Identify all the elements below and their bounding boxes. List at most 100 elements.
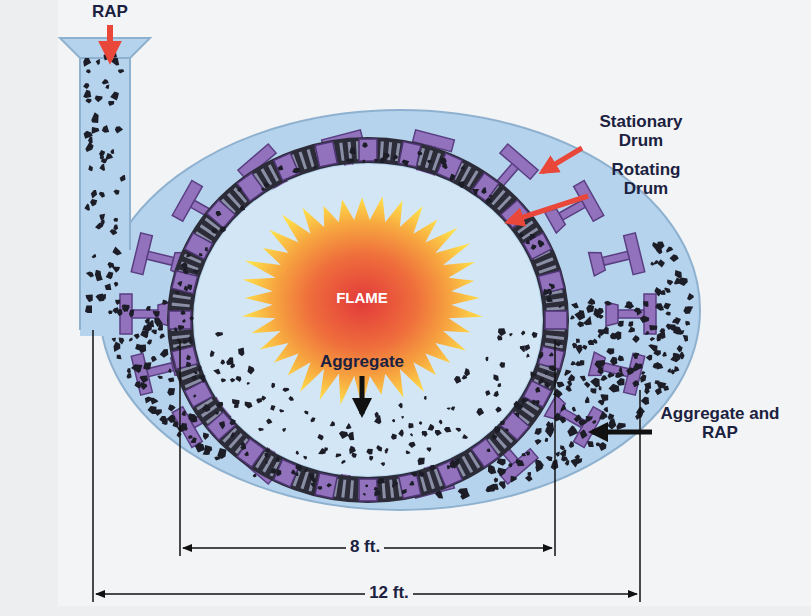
rap-particle bbox=[113, 225, 118, 231]
aggregate-rap-particle bbox=[654, 287, 662, 297]
aggregate-rap-particle bbox=[127, 368, 131, 373]
aggregate-particle bbox=[427, 160, 432, 164]
aggregate-particle bbox=[230, 432, 235, 437]
aggregate-particle bbox=[189, 316, 194, 321]
aggregate-particle bbox=[419, 472, 425, 477]
aggregate-particle bbox=[398, 429, 404, 437]
aggregate-particle bbox=[549, 352, 554, 356]
aggregate-rap-particle bbox=[640, 316, 650, 324]
aggregate-particle bbox=[384, 448, 388, 452]
aggregate-particle bbox=[219, 421, 225, 430]
leader-lines bbox=[110, 25, 652, 432]
aggregate-particle bbox=[375, 412, 379, 418]
rap-particle bbox=[92, 254, 97, 258]
aggregate-rap-particle bbox=[188, 414, 196, 421]
aggregate-rap-particle bbox=[580, 430, 588, 439]
aggregate-rap-particle bbox=[112, 338, 116, 342]
aggregate-rap-particle bbox=[650, 337, 656, 341]
aggregate-particle bbox=[247, 382, 250, 385]
aggregate-particle bbox=[532, 332, 538, 338]
drum-flight bbox=[359, 479, 377, 501]
rap-particle bbox=[106, 153, 114, 159]
rap-particle bbox=[92, 127, 100, 134]
aggregate-rap-particle bbox=[596, 308, 604, 316]
aggregate-rap-particle bbox=[584, 381, 591, 388]
rap-particle bbox=[102, 79, 109, 84]
aggregate-rap-particle bbox=[168, 368, 171, 373]
aggregate-rap-particle bbox=[494, 478, 498, 483]
flight-group bbox=[169, 139, 567, 501]
aggregate-rap-particle bbox=[526, 451, 530, 455]
aggregate-rap-particle bbox=[586, 416, 593, 422]
rap-particle bbox=[91, 112, 98, 123]
aggregate-rap-particle bbox=[607, 372, 614, 378]
aggregate-particle bbox=[379, 158, 384, 163]
aggregate-particle bbox=[392, 480, 398, 488]
aggregate-particle bbox=[213, 369, 221, 375]
drum-flight bbox=[359, 139, 377, 161]
aggregate-particle bbox=[221, 378, 226, 382]
aggregate-particle bbox=[419, 421, 422, 425]
rap-particle bbox=[113, 218, 118, 222]
aggregate-rap-particle bbox=[670, 254, 679, 262]
aggregate-rap-particle bbox=[655, 380, 660, 384]
rap-particle bbox=[95, 223, 104, 230]
aggregate-rap-particle bbox=[582, 345, 588, 350]
aggregate-rap-particle bbox=[662, 352, 667, 357]
aggregate-rap-particle bbox=[641, 397, 649, 405]
aggregate-particle bbox=[500, 421, 505, 425]
aggregate-rap-particle bbox=[168, 404, 176, 411]
aggregate-particle bbox=[462, 375, 468, 380]
aggregate-rap-particle bbox=[571, 426, 575, 430]
aggregate-particle bbox=[193, 269, 199, 273]
aggregate-particle bbox=[549, 365, 556, 370]
aggregate-particle bbox=[551, 286, 555, 290]
aggregate-rap-particle bbox=[608, 418, 617, 429]
rap-particle bbox=[108, 101, 114, 106]
rap-particle bbox=[88, 165, 93, 171]
drum-flight bbox=[315, 142, 337, 167]
aggregate-rap-particle bbox=[670, 353, 680, 362]
aggregate-rap-particle bbox=[129, 310, 134, 318]
aggregate-particle bbox=[211, 228, 217, 234]
part-label: Rotating Drum bbox=[590, 160, 702, 198]
aggregate-rap-particle bbox=[603, 407, 608, 412]
aggregate-particle bbox=[374, 487, 378, 491]
aggregate-particle bbox=[219, 227, 226, 233]
aggregate-particle bbox=[421, 431, 427, 437]
aggregate-particle bbox=[304, 468, 308, 472]
aggregate-particle bbox=[472, 189, 479, 195]
rap-particle bbox=[109, 262, 114, 267]
aggregate-particle bbox=[365, 484, 368, 487]
aggregate-rap-particle bbox=[658, 259, 665, 267]
aggregate-particle bbox=[178, 325, 185, 331]
aggregate-particle bbox=[282, 428, 286, 432]
aggregate-rap-particle bbox=[129, 338, 133, 342]
aggregate-rap-particle bbox=[159, 416, 166, 422]
aggregate-particle bbox=[525, 344, 530, 351]
aggregate-rap-particle bbox=[604, 301, 612, 306]
aggregate-particle bbox=[406, 450, 411, 454]
aggregate-rap-particle bbox=[665, 312, 670, 316]
aggregate-rap-particle bbox=[598, 442, 606, 451]
aggregate-particle bbox=[181, 262, 187, 270]
aggregate-particle bbox=[199, 253, 203, 256]
aggregate-rap-particle bbox=[116, 309, 122, 316]
aggregate-particle bbox=[519, 232, 524, 237]
aggregate-particle bbox=[393, 155, 398, 161]
aggregate-rap-particle bbox=[460, 490, 470, 500]
aggregate-particle bbox=[202, 379, 205, 383]
aggregate-rap-particle bbox=[135, 381, 141, 388]
rap-particle bbox=[83, 58, 91, 67]
aggregate-rap-particle bbox=[560, 445, 565, 450]
aggregate-particle bbox=[177, 281, 182, 287]
aggregate-particle bbox=[191, 376, 197, 381]
aggregate-particle bbox=[326, 483, 332, 488]
aggregate-rap-particle bbox=[670, 324, 676, 331]
rap-particle bbox=[115, 300, 120, 305]
aggregate-particle bbox=[366, 449, 373, 455]
aggregate-particle bbox=[526, 354, 529, 358]
aggregate-particle bbox=[398, 403, 403, 409]
aggregate-rap-particle bbox=[150, 397, 158, 404]
aggregate-rap-particle bbox=[679, 277, 687, 286]
